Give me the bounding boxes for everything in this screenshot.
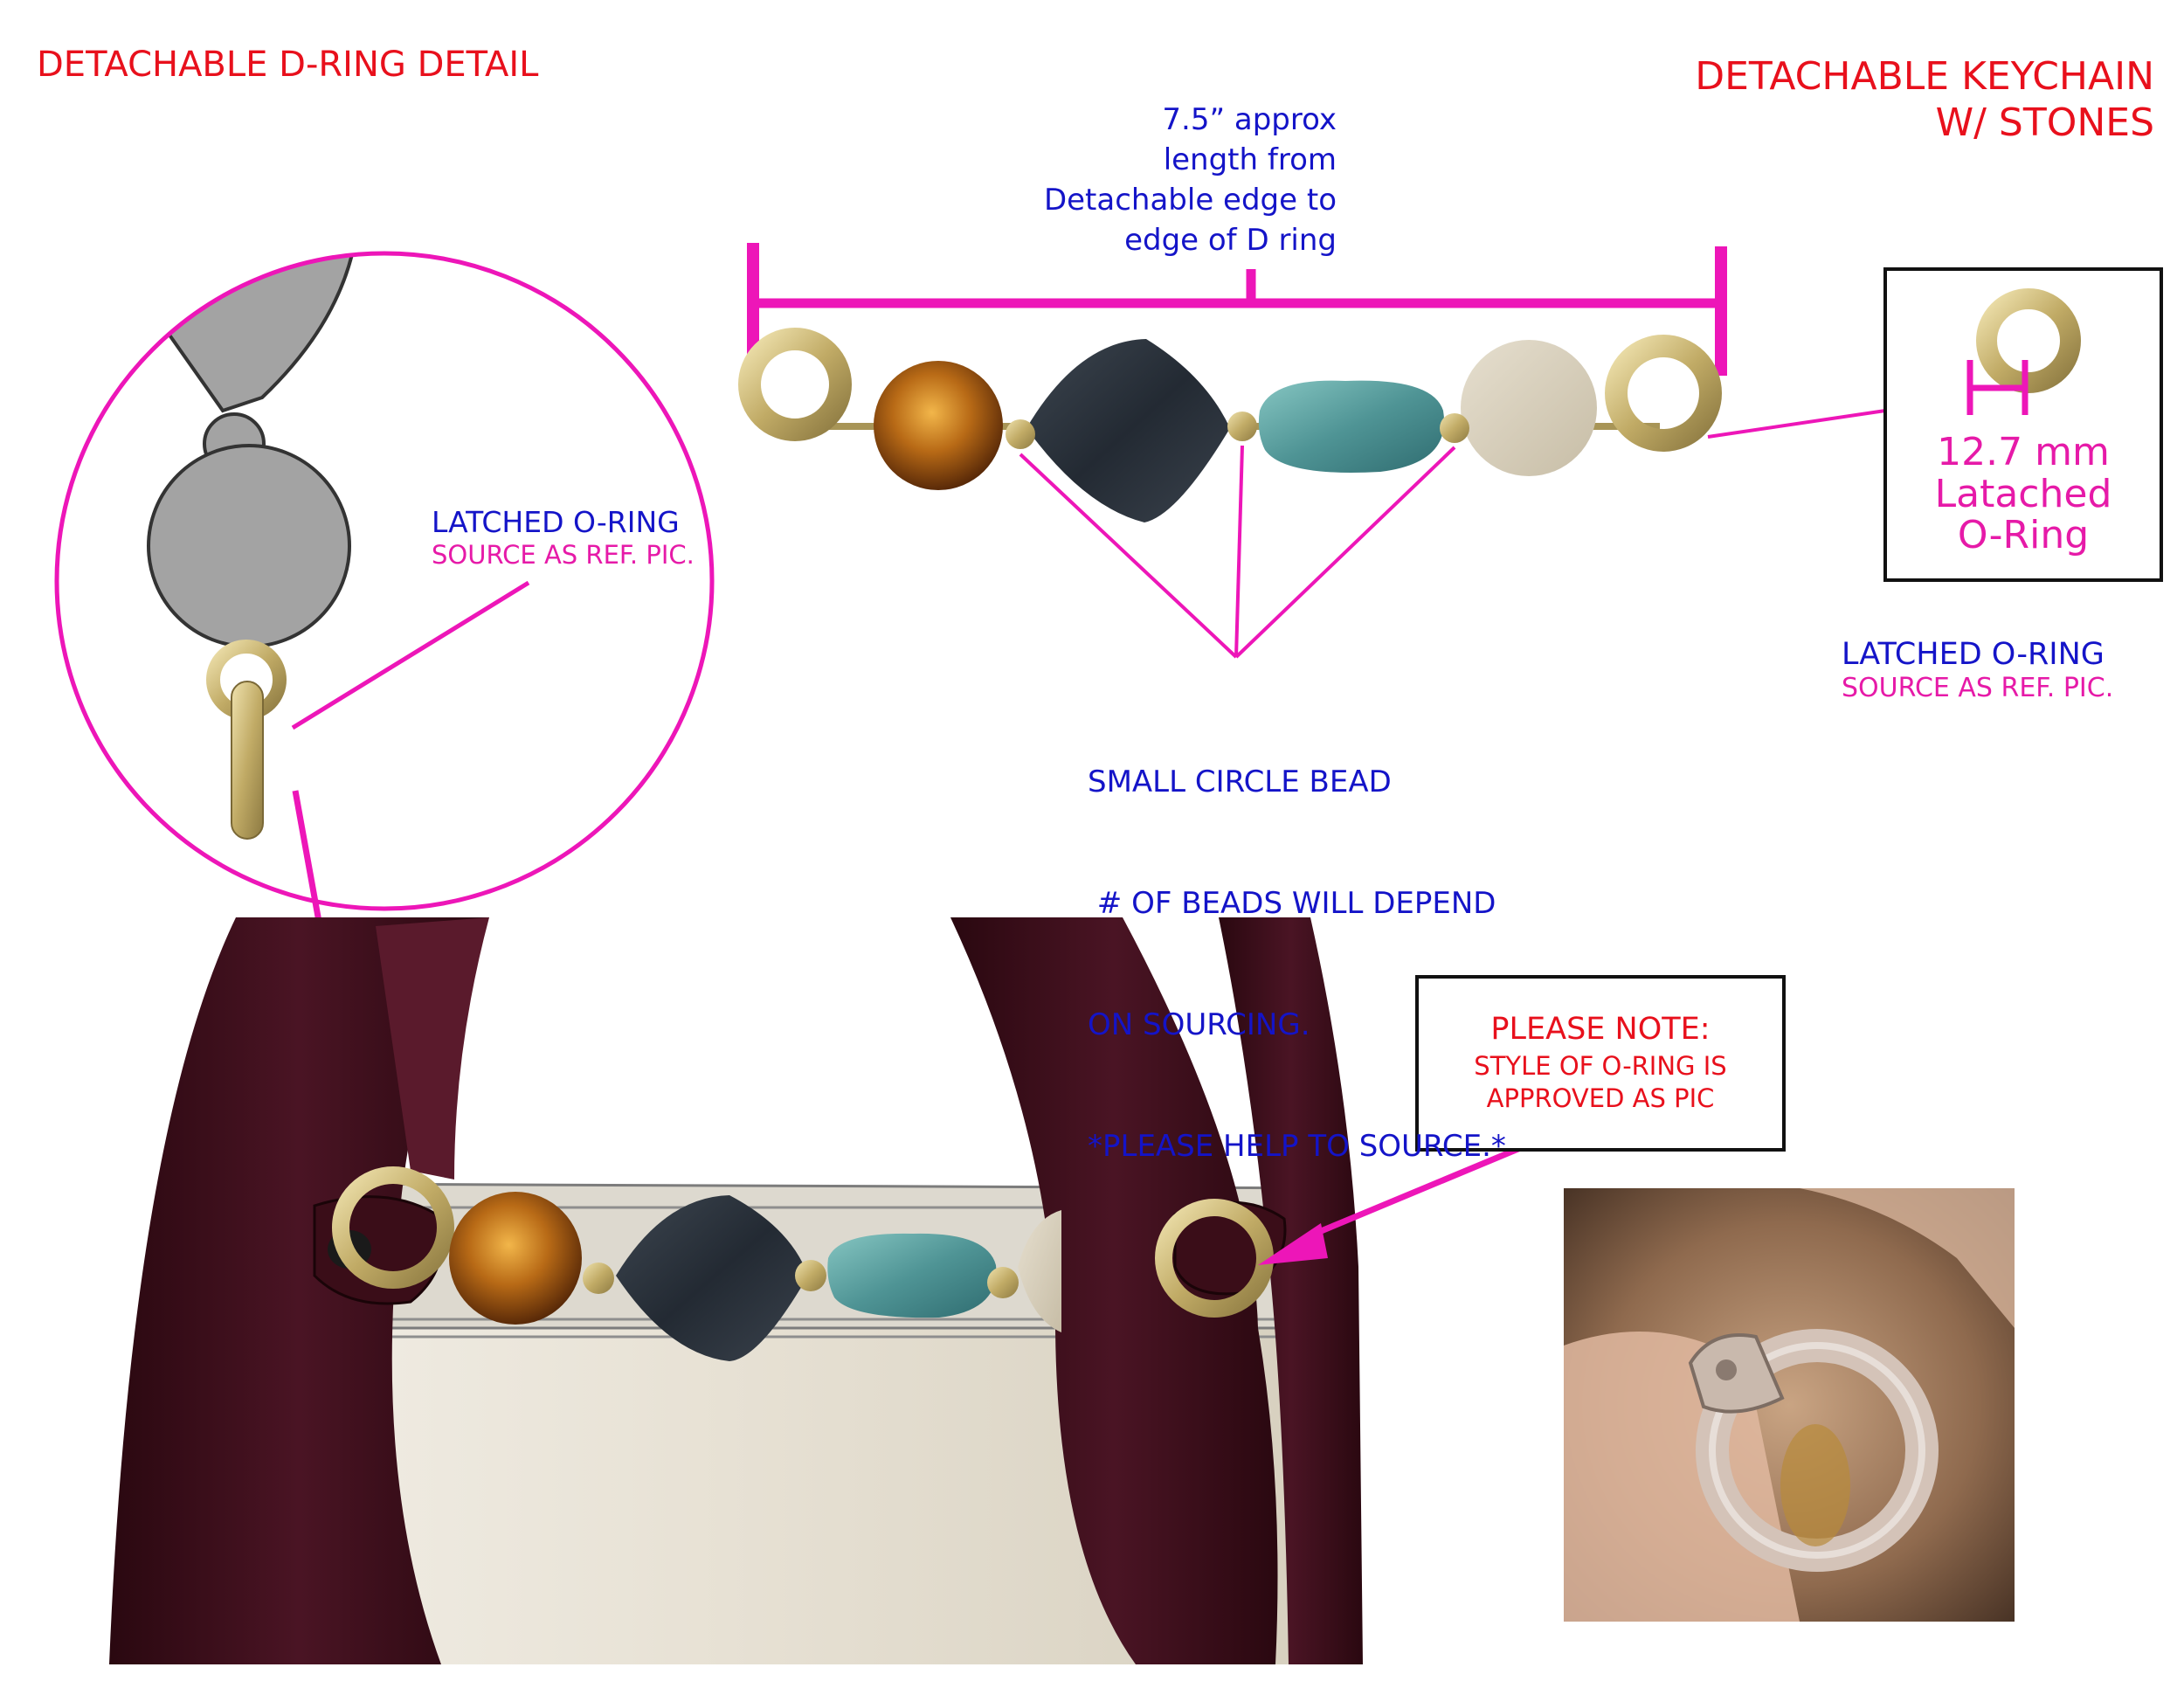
bead-pointer-lines (1019, 409, 1886, 659)
latched-o-ring-left-source: SOURCE AS REF. PIC. (432, 539, 695, 570)
d-ring-detail-title: DETACHABLE D-RING DETAIL (37, 45, 539, 85)
ring-size-box (1883, 267, 2163, 582)
length-note: 7.5” approx length from Detachable edge … (961, 100, 1337, 261)
length-dimension-line (747, 243, 1727, 376)
o-ring-icon (1155, 1199, 1274, 1318)
o-ring-icon (1976, 288, 2081, 393)
teal-stone-bead (1258, 380, 1445, 473)
ring-size-label: 12.7 mm Latached O-Ring (1885, 432, 2161, 557)
bead-note-line: SMALL CIRCLE BEAD (1088, 764, 1392, 800)
o-ring-icon (1605, 335, 1722, 452)
teal-stone-bead (827, 1233, 997, 1318)
o-ring-icon (332, 1166, 454, 1289)
please-note-line-2: APPROVED AS PIC (1486, 1083, 1715, 1114)
keychain-title-line-1: DETACHABLE KEYCHAIN (1695, 54, 2154, 99)
bead-note: SMALL CIRCLE BEAD # OF BEADS WILL DEPEND… (1088, 681, 1506, 1207)
length-note-line: length from (1163, 142, 1337, 177)
ring-size-type-1: Latached (1934, 471, 2112, 516)
bead-icon (795, 1260, 826, 1291)
sand-stone-bead (1461, 340, 1597, 476)
bead-note-line: ON SOURCING. (1088, 1007, 1310, 1042)
note-box (1415, 975, 1786, 1152)
please-note-line-1: STYLE OF O-RING IS (1474, 1050, 1727, 1081)
bead-note-line: # OF BEADS WILL DEPEND (1088, 886, 1496, 922)
latched-o-ring-left-title: LATCHED O-RING (432, 505, 680, 539)
keychain-title: DETACHABLE KEYCHAIN W/ STONES (1695, 54, 2154, 147)
note-pointer-line (1313, 1143, 1526, 1237)
ring-size-type-2: O-Ring (1957, 513, 2090, 558)
bead-icon (583, 1263, 614, 1294)
amber-stone-bead (874, 361, 1003, 490)
latched-o-ring-right-label: LATCHED O-RING SOURCE AS REF. PIC. (1842, 636, 2113, 704)
dark-stone-bead (616, 1195, 808, 1361)
bag-illustration (109, 917, 1526, 1664)
amber-stone-bead (449, 1192, 582, 1325)
bead-note-line: *PLEASE HELP TO SOURCE.* (1088, 1128, 1506, 1164)
length-note-line: edge of D ring (1124, 222, 1337, 258)
bead-icon (987, 1267, 1019, 1298)
dark-stone-bead (1026, 339, 1230, 522)
length-note-line: Detachable edge to (1043, 182, 1337, 218)
please-note-title: PLEASE NOTE: (1490, 1012, 1711, 1047)
bead-icon (1440, 413, 1469, 443)
latched-o-ring-right-source: SOURCE AS REF. PIC. (1842, 673, 2114, 703)
length-note-line: 7.5” approx (1162, 102, 1337, 137)
o-ring-icon (738, 328, 852, 441)
keychain-diagram (738, 243, 1886, 659)
keychain-title-line-2: W/ STONES (1935, 100, 2154, 145)
please-note-label: PLEASE NOTE: STYLE OF O-RING IS APPROVED… (1417, 1010, 1784, 1116)
reference-photo-icon (1564, 1188, 2015, 1622)
bead-icon (1006, 419, 1035, 449)
latched-o-ring-left-label: LATCHED O-RING SOURCE AS REF. PIC. (432, 505, 695, 570)
latched-o-ring-right-title: LATCHED O-RING (1842, 637, 2105, 672)
bead-icon (1227, 412, 1257, 441)
ring-size-measure: 12.7 mm (1937, 430, 2110, 474)
